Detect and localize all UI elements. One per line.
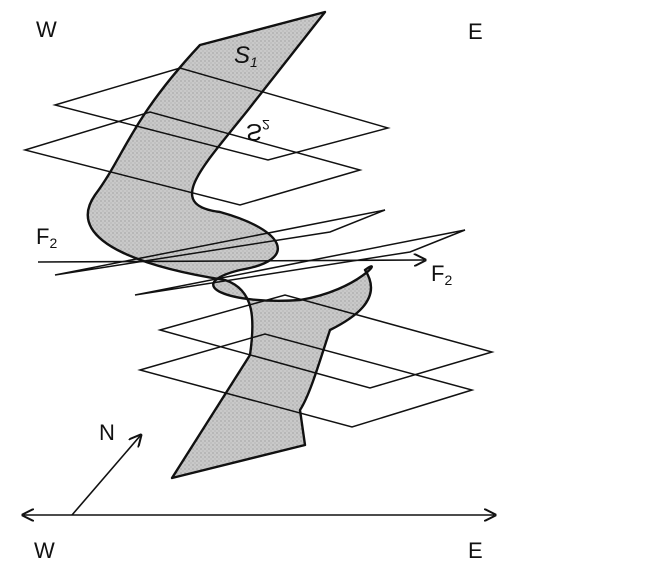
label-s2: S2: [246, 117, 270, 145]
f2-axis-line: [37, 260, 424, 262]
s2-plane-middle-1: [54, 209, 386, 276]
s2-plane-upper-2: [22, 111, 363, 206]
s2-plane-middle-2: [134, 229, 466, 296]
label-west-top: W: [36, 17, 57, 42]
s2-plane-lower-1: [157, 294, 495, 389]
label-s1: S1: [234, 42, 258, 70]
label-north: N: [99, 420, 115, 445]
label-east-top: E: [468, 19, 483, 44]
north-arrow: [71, 436, 140, 516]
label-east-bottom: E: [468, 538, 483, 563]
label-f2-right: F2: [431, 261, 453, 288]
s1-folded-surface: [86, 10, 373, 480]
label-west-bottom: W: [34, 538, 55, 563]
s2-plane-upper-1: [52, 67, 391, 161]
label-f2-left: F2: [36, 224, 58, 251]
s2-plane-lower-2: [137, 333, 475, 428]
